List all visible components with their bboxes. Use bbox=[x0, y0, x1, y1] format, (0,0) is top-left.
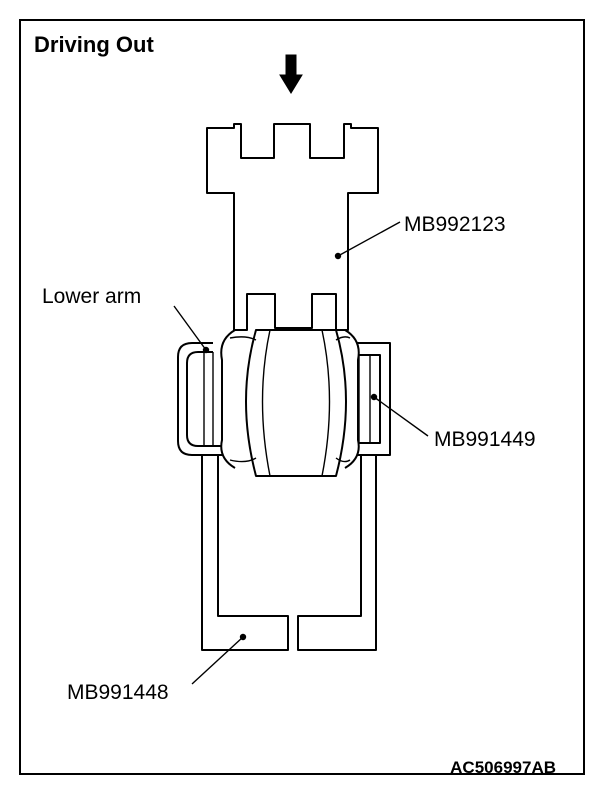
tool-mb991448 bbox=[201, 455, 377, 651]
label-mb991449: MB991449 bbox=[434, 428, 536, 451]
figure-frame bbox=[19, 19, 585, 775]
lower-arm bbox=[177, 342, 230, 456]
label-mb991448: MB991448 bbox=[67, 681, 169, 704]
figure-title: Driving Out bbox=[34, 32, 154, 57]
label-lower-arm: Lower arm bbox=[42, 285, 141, 308]
label-mb992123: MB992123 bbox=[404, 213, 506, 236]
press-arrow-icon bbox=[279, 54, 303, 94]
leader-lines bbox=[173, 221, 429, 685]
figure-code: AC506997AB bbox=[450, 758, 556, 777]
tool-mb992123 bbox=[206, 123, 379, 331]
bushing bbox=[220, 329, 360, 477]
